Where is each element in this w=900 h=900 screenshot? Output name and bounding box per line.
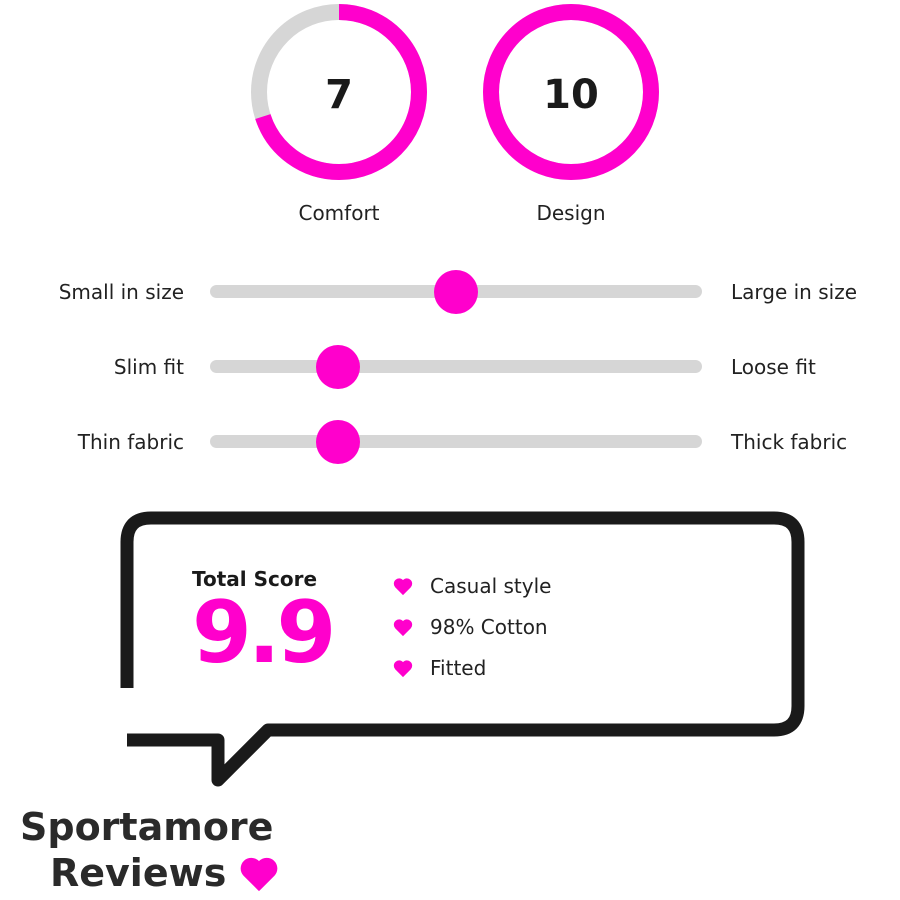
feature-text: 98% Cotton [430,614,548,639]
size-slider-right-label: Large in size [731,280,857,304]
fit-slider-row: Slim fit Loose fit [0,345,900,389]
fabric-slider-left-label: Thin fabric [77,430,184,454]
design-gauge-ring [483,4,659,180]
size-slider-left-label: Small in size [58,280,184,304]
fit-slider-right-label: Loose fit [731,355,816,379]
feature-item: Casual style [392,565,551,606]
feature-item: 98% Cotton [392,606,551,647]
feature-item: Fitted [392,647,551,688]
fit-slider-track[interactable] [210,345,702,389]
fabric-slider-right-label: Thick fabric [731,430,848,454]
design-label: Design [536,201,606,225]
comfort-label: Comfort [298,201,380,225]
heart-icon [240,857,278,892]
brand-line2: Reviews [50,851,227,895]
fit-slider-thumb[interactable] [315,345,360,389]
total-score-title: Total Score [192,567,318,591]
size-slider-row: Small in size Large in size [0,270,900,314]
comfort-gauge-ring [251,4,427,180]
total-score-value: 9.9 [192,583,336,683]
feature-text: Fitted [430,655,487,680]
brand-logo: Sportamore Reviews [20,804,282,896]
design-score: 10 [543,72,599,118]
heart-icon [393,577,413,595]
fabric-slider-row: Thin fabric Thick fabric [0,420,900,464]
feature-text: Casual style [430,573,552,598]
comfort-score: 7 [325,72,353,118]
heart-icon [393,618,413,636]
brand-line2-row: Reviews [50,850,282,896]
size-slider-thumb[interactable] [434,270,478,314]
brand-line1: Sportamore [20,805,274,849]
comfort-gauge: 7 [244,0,434,190]
fabric-slider-thumb[interactable] [315,420,360,464]
fit-slider-left-label: Slim fit [113,355,184,379]
design-gauge: 10 [476,0,666,190]
heart-icon [393,659,413,677]
size-slider-track[interactable] [210,270,702,314]
feature-list: Casual style 98% Cotton Fitted [392,565,551,688]
fabric-slider-track[interactable] [210,420,702,464]
